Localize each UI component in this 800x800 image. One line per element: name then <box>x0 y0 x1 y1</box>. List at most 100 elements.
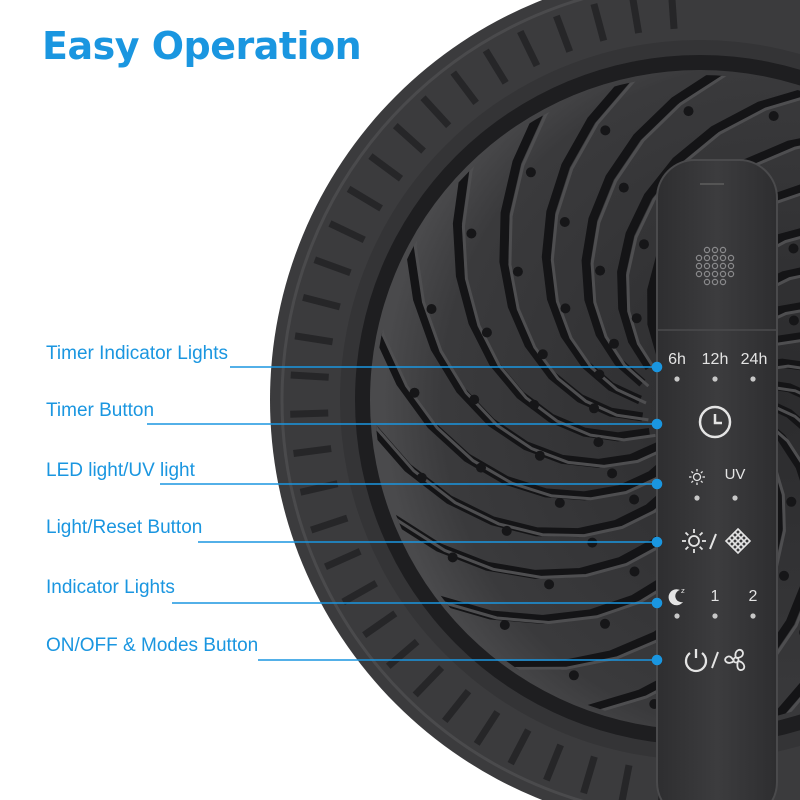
perforation-hole <box>587 537 598 548</box>
grill-slot <box>385 638 420 669</box>
perforation-hole <box>788 243 799 254</box>
perforation-hole <box>409 387 420 398</box>
perforation-hole <box>593 437 604 448</box>
fan-blade <box>452 110 651 442</box>
fan-blade <box>581 75 779 387</box>
grill-slot <box>293 445 332 457</box>
callout-light-reset-button: Light/Reset Button <box>46 517 203 538</box>
indicator-dots <box>674 376 756 619</box>
perforation-hole <box>631 313 642 324</box>
fan-blade <box>541 75 678 405</box>
page-title: Easy Operation <box>42 24 362 68</box>
grill-slot <box>313 256 352 277</box>
callout-indicator-lights: Indicator Lights <box>46 577 175 598</box>
perforation-hole <box>600 618 610 629</box>
perforation-hole <box>779 570 789 581</box>
perforation-hole <box>466 228 477 239</box>
perforation-hole <box>559 217 570 227</box>
timer-option-12h: 12h <box>701 351 729 368</box>
perforation-hole <box>629 566 640 577</box>
perforation-hole <box>594 369 605 380</box>
perforation-hole <box>607 468 618 479</box>
fan-blade <box>737 332 800 617</box>
grill-slot <box>368 153 404 182</box>
perforation-hole <box>589 403 599 414</box>
sleep-moon-icon: z <box>668 587 685 606</box>
grill-slot <box>302 293 341 311</box>
callout-timer-indicator-lights: Timer Indicator Lights <box>46 343 228 364</box>
perforation-hole <box>469 394 480 405</box>
perforation-hole <box>499 620 510 630</box>
perforation-hole <box>629 494 640 505</box>
perforation-hole <box>560 303 571 314</box>
grill-slot <box>324 548 362 570</box>
grill-slot <box>346 185 383 212</box>
grill-slot <box>590 3 608 42</box>
fan-blade <box>617 79 800 371</box>
mode-2-label: 2 <box>748 588 758 605</box>
grill-slot <box>629 0 643 34</box>
grill-slot <box>473 710 501 746</box>
perforation-hole <box>568 670 579 681</box>
perforation-hole <box>512 266 523 277</box>
grill-slot <box>290 371 329 381</box>
perforation-hole <box>525 167 536 178</box>
grill-slot <box>341 580 378 605</box>
perforation-hole <box>534 450 545 461</box>
timer-option-24h: 24h <box>740 351 768 368</box>
grill-slot <box>553 14 574 53</box>
fan-blade <box>404 183 663 468</box>
perforation-hole <box>639 239 649 250</box>
svg-text:z: z <box>681 587 685 595</box>
callout-timer-button: Timer Button <box>46 400 155 421</box>
grill-slot <box>668 0 678 30</box>
outer-grill <box>290 0 704 800</box>
perforation-hole <box>618 182 629 193</box>
grill-slot <box>294 332 334 346</box>
grill-slot <box>580 755 598 795</box>
perforation-hole <box>476 462 486 473</box>
callout-on-off-modes-button: ON/OFF & Modes Button <box>46 635 259 656</box>
perforation-hole <box>788 315 799 326</box>
grill-slot <box>450 70 479 106</box>
sun-icon <box>682 529 706 553</box>
clock-icon <box>698 405 732 439</box>
uv-label: UV <box>724 466 746 483</box>
grill-slot <box>517 29 541 68</box>
grill-slot <box>362 610 398 639</box>
perforation-hole <box>544 579 555 590</box>
grill-slot <box>420 95 452 129</box>
grill-slot <box>328 220 366 244</box>
perforation-hole <box>529 399 540 410</box>
grill-slot <box>310 514 349 534</box>
perforation-hole <box>609 338 619 349</box>
perforation-hole <box>537 349 548 360</box>
grill-slot <box>543 743 564 782</box>
grill-slot <box>299 480 339 496</box>
perforation-hole <box>554 497 565 508</box>
grill-slot <box>482 48 509 85</box>
fan-blade <box>722 395 800 725</box>
speaker-grille-icon <box>695 246 735 286</box>
perforation-hole <box>600 125 611 136</box>
grill-slot <box>618 764 633 800</box>
grill-slot <box>290 409 329 418</box>
fan-icon <box>724 648 746 671</box>
perforation-hole <box>786 496 797 507</box>
grill-slot <box>412 665 445 698</box>
perforation-hole <box>595 265 606 276</box>
sun-icon <box>689 469 705 485</box>
callout-led-uv-light: LED light/UV light <box>46 460 195 481</box>
power-icon <box>684 649 708 673</box>
grill-slot <box>442 688 472 724</box>
grill-slot <box>507 728 532 766</box>
perforation-hole <box>447 552 458 563</box>
perforation-hole <box>768 111 779 121</box>
mode-1-label: 1 <box>710 588 720 605</box>
perforation-hole <box>426 304 437 314</box>
perforation-hole <box>416 472 427 483</box>
grill-slot <box>392 123 426 154</box>
perforation-hole <box>481 327 492 338</box>
timer-option-6h: 6h <box>668 351 686 368</box>
